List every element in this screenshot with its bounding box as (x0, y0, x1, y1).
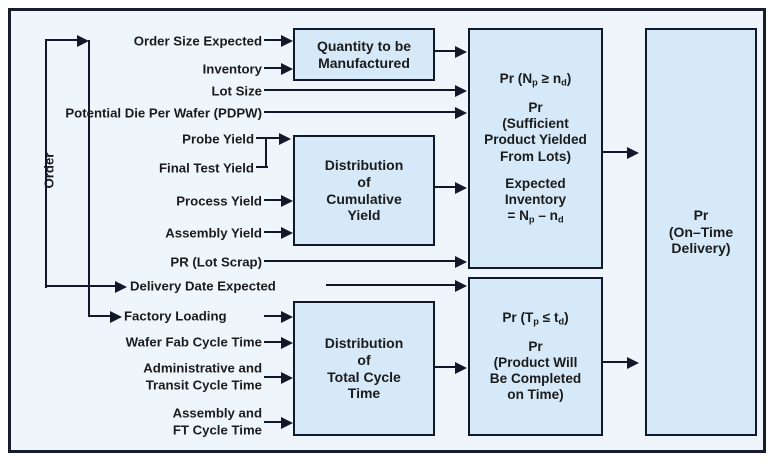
delivery-date-branch-line (88, 285, 123, 288)
lot-size-to-sufficient-arrow (455, 84, 467, 97)
sufficient-line6: Inventory (504, 192, 567, 208)
total-cycle-line3: Total Cycle (327, 368, 401, 385)
factory-loading-arrow (281, 310, 293, 323)
sufficient-line3: Product Yielded (484, 132, 587, 148)
completed-line2: (Product Will (493, 354, 578, 370)
sufficient-to-delivery-arrow (627, 146, 639, 159)
cumulative-yield-to-sufficient-arrow (455, 181, 467, 194)
sufficient-line2: (Sufficient (502, 116, 569, 132)
order-size-to-quantity-line (264, 39, 288, 42)
input-label-pr-lot-scrap: PR (Lot Scrap) (170, 254, 262, 270)
inventory-to-quantity-arrow (281, 62, 293, 75)
wafer-fab-cycle-line (264, 341, 288, 344)
cumulative-yield-line3: Cumulative (326, 190, 402, 207)
wafer-fab-cycle-arrow (281, 336, 293, 349)
admin-cycle-line1: Administrative and (143, 360, 262, 376)
order-size-to-quantity-arrow (281, 34, 293, 47)
completed-formula: Pr (Tp ≤ td) (502, 309, 569, 327)
box-distribution-of-cumulative-yield[interactable]: Distribution of Cumulative Yield (293, 135, 435, 246)
cumulative-yield-to-sufficient-line (435, 186, 462, 189)
total-cycle-line1: Distribution (324, 335, 404, 352)
total-cycle-line2: of (357, 351, 371, 368)
process-yield-arrow (281, 194, 293, 207)
box-quantity-to-be-manufactured[interactable]: Quantity to be Manufactured (293, 28, 435, 81)
factory-loading-branch-arrow (110, 310, 122, 323)
delivery-line1: Pr (693, 207, 709, 224)
completed-line4: on Time) (507, 387, 564, 403)
input-label-final-test-yield: Final Test Yield (158, 160, 254, 176)
input-label-order-size-expected: Order Size Expected (133, 33, 262, 49)
administrative-cycle-line (264, 376, 288, 379)
pdpw-to-sufficient-line (264, 111, 462, 114)
input-label-assembly-ft-cycle-time: Assembly and FT Cycle Time (11, 405, 262, 440)
completed-line1: Pr (528, 338, 543, 354)
cumulative-yield-line1: Distribution (324, 157, 404, 174)
input-label-factory-loading: Factory Loading (124, 308, 227, 324)
delivery-date-branch-arrow (115, 280, 127, 293)
assembly-ft-cycle-arrow (281, 416, 293, 429)
delivery-line3: Delivery) (671, 240, 731, 257)
delivery-line2: (On–Time (668, 223, 734, 240)
input-label-delivery-date-expected: Delivery Date Expected (130, 278, 276, 294)
quantity-line2: Manufactured (318, 54, 410, 71)
completed-line3: Be Completed (489, 371, 582, 387)
probe-yield-line (256, 137, 286, 140)
input-label-wafer-fab-cycle-time: Wafer Fab Cycle Time (125, 334, 262, 350)
sufficient-line4: From Lots) (500, 148, 571, 164)
quantity-to-sufficient-arrow (455, 45, 467, 58)
input-label-process-yield: Process Yield (176, 193, 262, 209)
box-pr-on-time-delivery[interactable]: Pr (On–Time Delivery) (645, 28, 757, 436)
yield-bracket-vertical (265, 137, 268, 168)
input-label-assembly-yield: Assembly Yield (165, 225, 262, 241)
cumulative-yield-line2: of (357, 173, 371, 190)
assembly-yield-arrow (281, 226, 293, 239)
factory-loading-branch-line (88, 315, 118, 318)
quantity-to-sufficient-line (435, 50, 462, 53)
completed-to-delivery-arrow (627, 356, 639, 369)
cumulative-yield-line4: Yield (347, 207, 381, 224)
sufficient-expected-inventory-formula: = Np – nd (507, 208, 564, 225)
input-label-lot-size: Lot Size (211, 83, 262, 99)
box-distribution-of-total-cycle-time[interactable]: Distribution of Total Cycle Time (293, 301, 435, 436)
pdpw-to-sufficient-arrow (455, 106, 467, 119)
box-pr-sufficient-product-yielded[interactable]: Pr (Np ≥ nd) Pr (Sufficient Product Yiel… (468, 28, 603, 269)
order-to-order-size-line (45, 39, 85, 42)
sufficient-line1: Pr (528, 100, 543, 116)
order-inner-trunk-vertical (88, 40, 91, 317)
sufficient-line5: Expected (505, 176, 566, 192)
administrative-cycle-arrow (281, 371, 293, 384)
inventory-to-quantity-line (264, 67, 288, 70)
order-to-order-size-arrow (77, 34, 89, 47)
probe-final-yield-arrow (279, 132, 291, 145)
order-trunk-vertical (45, 40, 48, 288)
input-label-probe-yield: Probe Yield (182, 131, 254, 147)
delivery-date-to-completed-arrow (455, 279, 467, 292)
total-cycle-to-completed-line (435, 366, 462, 369)
input-label-inventory: Inventory (202, 61, 262, 77)
final-test-yield-line (256, 166, 268, 169)
total-cycle-to-completed-arrow (455, 361, 467, 374)
box-pr-product-completed-on-time[interactable]: Pr (Tp ≤ td) Pr (Product Will Be Complet… (468, 277, 603, 436)
quantity-line1: Quantity to be (316, 37, 412, 54)
factory-loading-line (264, 315, 288, 318)
assembly-yield-line (264, 231, 288, 234)
assembly-ft-line2: FT Cycle Time (172, 423, 262, 438)
pr-lot-scrap-line (264, 260, 462, 263)
input-label-administrative-transit-cycle-time: Administrative and Transit Cycle Time (11, 360, 262, 395)
order-trunk-bottom-line (45, 285, 90, 288)
admin-cycle-line2: Transit Cycle Time (145, 378, 262, 393)
process-yield-line (264, 199, 288, 202)
diagram-frame: Order Order Size Expected Inventory Lot … (8, 8, 766, 453)
sufficient-to-delivery-line (603, 151, 635, 154)
lot-size-to-sufficient-line (264, 89, 462, 92)
delivery-date-to-completed-line (326, 284, 462, 287)
total-cycle-line4: Time (347, 385, 381, 402)
sufficient-formula: Pr (Np ≥ nd) (499, 71, 572, 88)
input-label-potential-die-per-wafer: Potential Die Per Wafer (PDPW) (65, 105, 262, 121)
pr-lot-scrap-arrow (455, 255, 467, 268)
assembly-ft-cycle-line (264, 421, 288, 424)
assembly-ft-line1: Assembly and (172, 405, 262, 421)
completed-to-delivery-line (603, 361, 635, 364)
